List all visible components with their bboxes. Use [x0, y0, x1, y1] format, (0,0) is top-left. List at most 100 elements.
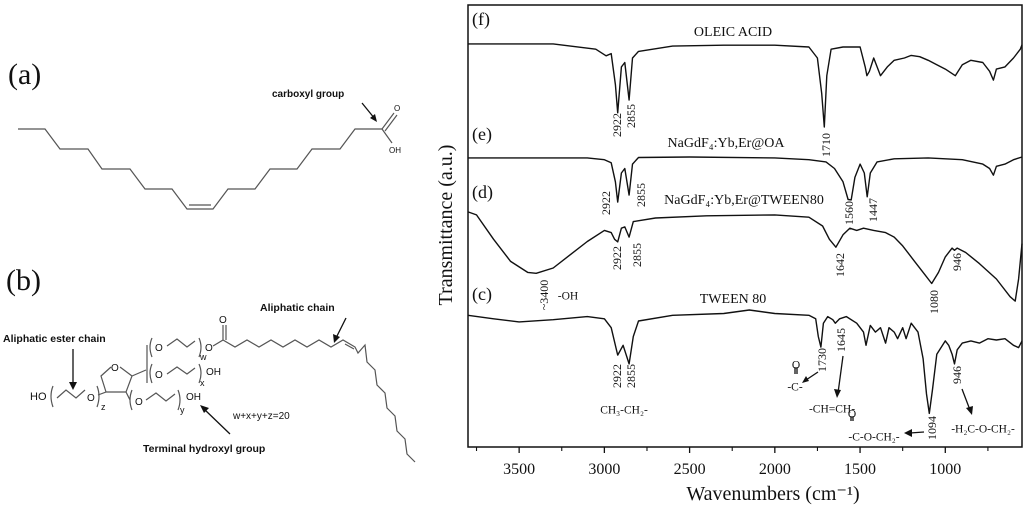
x-unit-hydroxyl: OH — [206, 367, 221, 378]
h2c-o-ch2-arrow — [961, 388, 971, 411]
subscript-x: x — [200, 378, 205, 388]
ch-ch-arrow — [837, 355, 844, 394]
arrow-head-icon — [333, 334, 340, 343]
panel-b-tween80-structure: (b) Aliphatic ester chain HO O z O O w O… — [3, 264, 416, 463]
peak-wavenumber-label: 1080 — [927, 290, 941, 314]
x-unit — [149, 363, 202, 384]
series-name: TWEEN 80 — [700, 292, 766, 307]
y-unit — [125, 389, 181, 411]
series-panel-label: (f) — [472, 9, 490, 30]
oleic-acid-chain — [18, 128, 382, 210]
arrow-head-icon — [69, 382, 77, 390]
x-tick-label: 2500 — [674, 461, 706, 478]
subscript-y: y — [180, 405, 185, 415]
ho-group: HO — [30, 391, 47, 403]
annotation-arrows — [794, 355, 973, 437]
functional-group-label: CH₃-CH₂- — [600, 405, 648, 417]
functional-group-label: -H₂C-O-CH₂- — [951, 424, 1015, 436]
hydroxyl-group: OH — [389, 146, 401, 155]
peak-wavenumber-label: 946 — [950, 253, 964, 271]
x-tick-label: 3500 — [503, 461, 535, 478]
arrow-head-icon — [802, 376, 809, 383]
ring-oxygen: O — [111, 363, 119, 374]
peak-wavenumber-label: 1642 — [833, 253, 847, 277]
x-tick-label: 1000 — [929, 461, 961, 478]
peak-wavenumber-label: 2922 — [610, 364, 624, 388]
aliphatic-chain-arrow — [335, 317, 347, 339]
z-unit-oxygen: O — [87, 393, 95, 404]
peak-wavenumber-label: 2922 — [610, 113, 624, 137]
carbonyl-bond — [381, 112, 395, 130]
c-o-ch2-arrow — [909, 431, 925, 434]
oleate-chain — [212, 325, 416, 463]
z-unit — [50, 385, 100, 408]
y-axis-label: Transmittance (a.u.) — [435, 145, 457, 306]
series-panel-label: (c) — [472, 284, 492, 305]
arrow-head-icon — [370, 114, 377, 122]
double-bond — [344, 343, 355, 350]
peak-wavenumber-label: 1094 — [925, 416, 939, 440]
peak-wavenumber-label: 1710 — [819, 133, 833, 157]
plot-frame — [467, 4, 1023, 448]
spectrum-line-e — [468, 156, 1023, 203]
functional-group-label: -C-O-CH₂- — [848, 432, 899, 444]
peak-wavenumber-label: 946 — [950, 366, 964, 384]
aliphatic-chain-label: Aliphatic chain — [260, 302, 335, 314]
carbonyl-oxygen: O — [394, 104, 400, 113]
spectrum-line-d — [467, 211, 1023, 302]
carbonyl-oxygen: O — [219, 315, 227, 326]
x-tick-label: 1500 — [844, 461, 876, 478]
peak-wavenumber-label: 2855 — [634, 183, 648, 207]
ester-oxygen: O — [205, 343, 213, 354]
x-axis-ticks: 3500 3000 2500 2000 1500 1000 — [475, 447, 989, 478]
peak-wavenumber-label: ~3400 — [537, 280, 551, 311]
carbonyl-bond-2 — [384, 114, 398, 132]
panel-a-label: (a) — [8, 58, 41, 91]
series-name: NaGdF₄:Yb,Er@TWEEN80 — [664, 193, 824, 208]
series-name: NaGdF₄:Yb,Er@OA — [668, 136, 786, 151]
functional-group-label: O — [848, 409, 856, 421]
arrow-head-icon — [834, 389, 841, 398]
arrow-head-icon — [904, 429, 912, 437]
peak-wavenumber-label: 1645 — [834, 328, 848, 352]
terminal-hydroxyl-arrow — [203, 408, 231, 435]
spectrum-line-c — [467, 309, 1023, 415]
peak-wavenumber-label: 2922 — [610, 246, 624, 270]
peak-wavenumber-label: 2855 — [630, 243, 644, 267]
w-unit-oxygen: O — [155, 343, 163, 354]
x-tick-label: 3000 — [588, 461, 620, 478]
subscript-w: w — [199, 352, 207, 362]
panel-b-label: (b) — [6, 264, 41, 297]
series-panel-label: (d) — [472, 182, 493, 203]
peak-wavenumber-label: 1730 — [815, 348, 829, 372]
y-unit-hydroxyl: OH — [186, 392, 201, 403]
w-unit — [149, 337, 202, 358]
functional-group-label: -CH=CH- — [809, 404, 855, 416]
x-unit-oxygen: O — [155, 370, 163, 381]
peak-wavenumber-label: 2855 — [624, 364, 638, 388]
functional-group-label: -OH — [558, 291, 578, 303]
sorbitan-ring — [97, 345, 148, 396]
terminal-hydroxyl-label: Terminal hydroxyl group — [143, 443, 265, 455]
y-unit-oxygen: O — [135, 397, 143, 408]
aliphatic-ester-chain-label: Aliphatic ester chain — [3, 333, 106, 345]
subscript-z: z — [101, 402, 106, 412]
peak-wavenumber-label: 2855 — [624, 104, 638, 128]
arrow-head-icon — [966, 406, 973, 415]
series-panel-label: (e) — [472, 124, 492, 145]
ftir-chart: 3500 3000 2500 2000 1500 1000 (f) OLEIC ACID (e… — [435, 4, 1023, 505]
peak-wavenumber-label: 1560 — [842, 201, 856, 225]
functional-group-label: -C- — [787, 382, 803, 394]
hydroxyl-bond — [381, 128, 393, 144]
x-axis-label: Wavenumbers (cm⁻¹) — [686, 483, 859, 505]
functional-group-label: O — [792, 360, 800, 372]
arrow-head-icon — [200, 405, 209, 413]
series-name: OLEIC ACID — [694, 25, 772, 40]
x-tick-label: 2000 — [759, 461, 791, 478]
spectrum-line-f — [468, 43, 1023, 128]
peak-wavenumber-label: 2922 — [599, 191, 613, 215]
ethoxylation-formula: w+x+y+z=20 — [232, 411, 290, 422]
series-labels: (f) OLEIC ACID (e) NaGdF₄:Yb,Er@OA (d) NaGdF₄… — [472, 9, 824, 307]
